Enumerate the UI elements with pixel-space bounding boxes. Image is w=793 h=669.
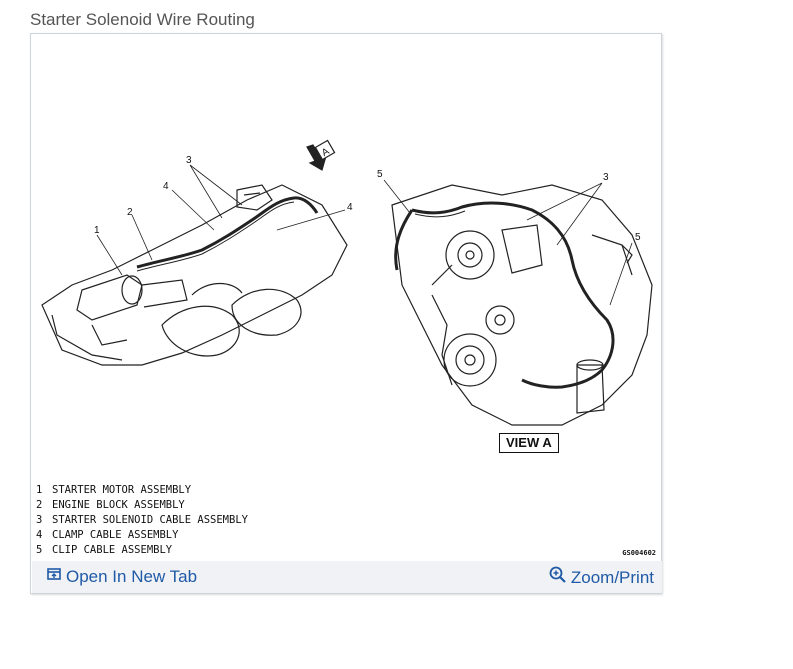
engine-block-left — [41, 184, 348, 366]
callout-2: 2 — [127, 207, 133, 218]
page-title: Starter Solenoid Wire Routing — [30, 10, 255, 29]
zoom-print-label: Zoom/Print — [570, 567, 654, 587]
magnifier-plus-icon — [549, 566, 567, 589]
open-new-tab-icon — [46, 566, 62, 587]
image-toolbar: Open In New Tab Zoom/Print — [32, 561, 662, 593]
zoom-print-button[interactable]: Zoom/Print — [549, 566, 654, 589]
solenoid-cable-right — [394, 201, 615, 389]
view-marker: A — [320, 146, 332, 159]
callout-3-left: 3 — [186, 155, 192, 166]
open-in-new-tab-label: Open In New Tab — [66, 566, 198, 586]
engine-illustration: 1 2 3 4 4 5 3 5 A — [41, 139, 653, 426]
callout-4-left: 4 — [163, 181, 169, 192]
callout-3-right: 3 — [603, 172, 609, 183]
open-in-new-tab-button[interactable]: Open In New Tab — [46, 566, 197, 587]
callout-1: 1 — [94, 225, 100, 236]
callout-5-left: 5 — [377, 169, 383, 180]
callout-5-right: 5 — [635, 232, 641, 243]
diagram-code: GS004602 — [622, 549, 656, 557]
engine-block-right — [391, 184, 653, 426]
solenoid-cable-left — [136, 196, 319, 269]
starter-motor — [76, 274, 143, 321]
callout-4-right: 4 — [347, 202, 353, 213]
view-a-label: VIEW A — [499, 433, 559, 453]
